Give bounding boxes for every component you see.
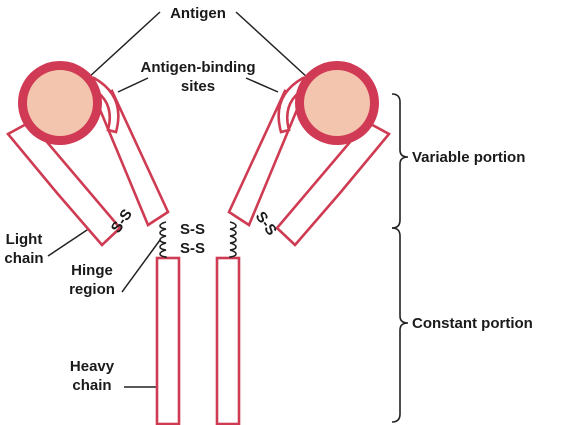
antigen-label: Antigen <box>170 5 226 22</box>
antigen-leader-left <box>87 11 161 79</box>
disulfide-center-bottom: S-S <box>180 240 205 257</box>
right-antigen <box>295 61 379 145</box>
right-heavy-chain-stem <box>215 256 241 425</box>
constant-portion-brace <box>391 227 409 423</box>
binding-site-leader-left <box>117 77 149 93</box>
light-chain-label-line2: chain <box>4 250 43 267</box>
constant-portion-label: Constant portion <box>412 315 533 332</box>
light-chain-leader <box>47 227 91 257</box>
right-hinge-coil <box>229 221 237 258</box>
disulfide-right: S-S <box>252 209 280 239</box>
left-hinge-coil <box>159 221 167 258</box>
variable-portion-brace <box>391 93 409 229</box>
left-heavy-chain-stem <box>155 256 181 425</box>
hinge-leader <box>121 239 161 293</box>
binding-sites-label-line2: sites <box>181 78 215 95</box>
binding-sites-label-line1: Antigen-binding <box>141 59 256 76</box>
antigen-leader-right <box>235 11 309 79</box>
variable-portion-label: Variable portion <box>412 149 525 166</box>
leader-lines <box>47 11 309 388</box>
disulfide-center-top: S-S <box>180 221 205 238</box>
heavy-chain-label-line1: Heavy <box>70 358 115 375</box>
hinge-label-line1: Hinge <box>71 262 113 279</box>
left-heavy-chain-arm <box>94 89 170 227</box>
binding-site-leader-right <box>245 77 279 93</box>
light-chain-label-line1: Light <box>6 231 43 248</box>
hinge-label-line2: region <box>69 281 115 298</box>
heavy-chain-label-line2: chain <box>72 377 111 394</box>
left-antigen <box>18 61 102 145</box>
right-heavy-chain-arm <box>227 89 303 227</box>
